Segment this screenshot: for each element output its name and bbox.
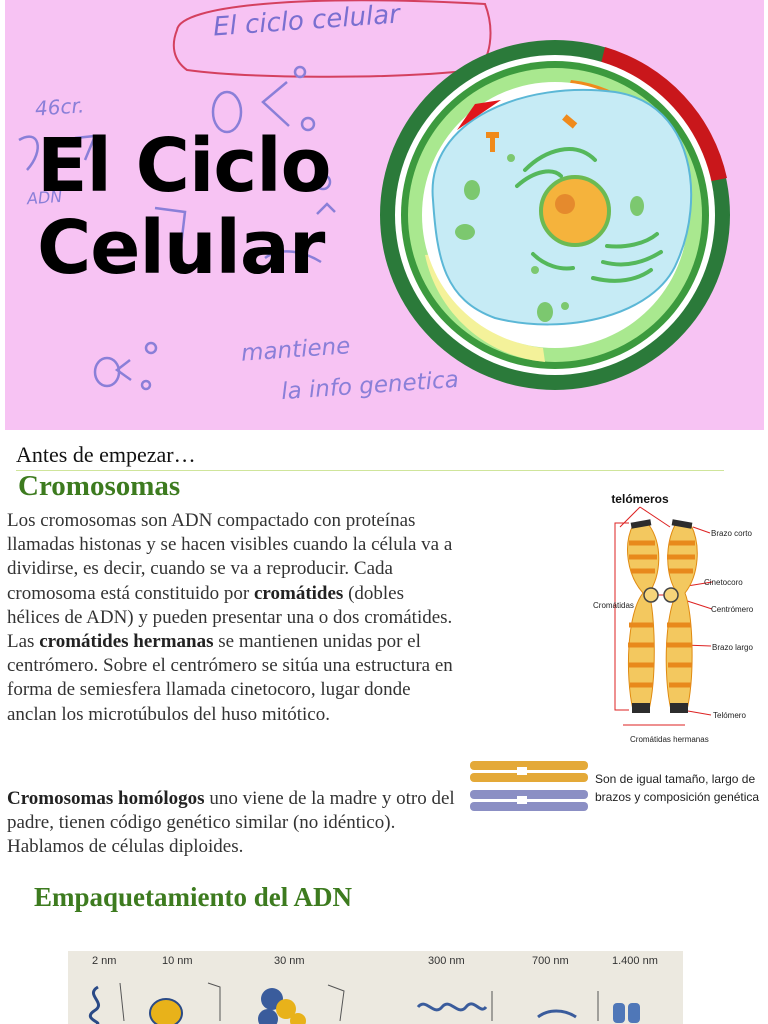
- label-cromatidas-hermanas: Cromátidas hermanas: [630, 735, 709, 744]
- label-homolog-line-1: Son de igual tamaño, largo de: [595, 772, 755, 786]
- hero-illustration: [18, 0, 730, 391]
- intro-text: Antes de empezar…: [16, 442, 196, 467]
- scale-label-2nm: 2 nm: [92, 955, 117, 967]
- label-telomero: Telómero: [713, 711, 746, 720]
- dna-packaging-figure: 2 nm 10 nm 30 nm 300 nm 700 nm 1.400 nm: [68, 951, 683, 1024]
- label-homolog-line-2: brazos y composición genética: [595, 790, 759, 804]
- paragraph-cromosomas: Los cromosomas son ADN compactado con pr…: [7, 509, 459, 727]
- hero-title-line-1: El Ciclo: [37, 123, 331, 209]
- label-brazo-corto: Brazo corto: [711, 529, 752, 538]
- p1-bold-cromatides-hermanas: cromátides hermanas: [39, 631, 214, 653]
- scale-label-1400nm: 1.400 nm: [612, 955, 658, 967]
- section-heading-cromosomas: Cromosomas: [18, 470, 181, 502]
- p1-text-3: se mantienen unidas por el centrómero. S…: [7, 631, 453, 725]
- hero-title: El Ciclo Celular: [37, 123, 331, 291]
- chromatid-left: [627, 519, 660, 713]
- chromatid-right: [665, 519, 698, 713]
- label-brazo-largo: Brazo largo: [712, 643, 753, 652]
- label-cromatidas: Cromátidas: [593, 601, 634, 610]
- p1-text-1: Los cromosomas son ADN compactado con pr…: [7, 510, 453, 604]
- paragraph-homologos: Cromosomas homólogos uno viene de la mad…: [7, 787, 459, 860]
- p2-bold-homologos: Cromosomas homólogos: [7, 788, 205, 809]
- p1-bold-cromatides: cromátides: [253, 582, 344, 604]
- p1-text-2: (dobles hélices de ADN) y pueden present…: [7, 582, 453, 653]
- scale-label-30nm: 30 nm: [274, 955, 305, 967]
- dna-packaging-illustration: [88, 982, 640, 1024]
- divider: [16, 470, 724, 471]
- hero-banner: El ciclo celular 46cr. ADN mantiene la i…: [5, 0, 764, 430]
- cell-cycle-wheel: [380, 40, 730, 390]
- label-cinetocoro: Cinetocoro: [704, 578, 743, 587]
- handwritten-note-46: 46cr.: [34, 93, 85, 121]
- homologous-bars: [470, 761, 588, 811]
- scale-label-10nm: 10 nm: [162, 955, 193, 967]
- label-centromero: Centrómero: [711, 605, 754, 614]
- p2-text: uno viene de la madre y otro del padre, …: [7, 788, 455, 858]
- label-telomeros: telómeros: [611, 492, 669, 506]
- scale-label-300nm: 300 nm: [428, 955, 465, 967]
- scale-label-700nm: 700 nm: [532, 955, 569, 967]
- chromosome-diagram: telómeros Brazo corto Cinetocoro: [470, 492, 759, 811]
- section-heading-empaquetamiento: Empaquetamiento del ADN: [34, 882, 353, 912]
- hero-title-line-2: Celular: [37, 205, 325, 291]
